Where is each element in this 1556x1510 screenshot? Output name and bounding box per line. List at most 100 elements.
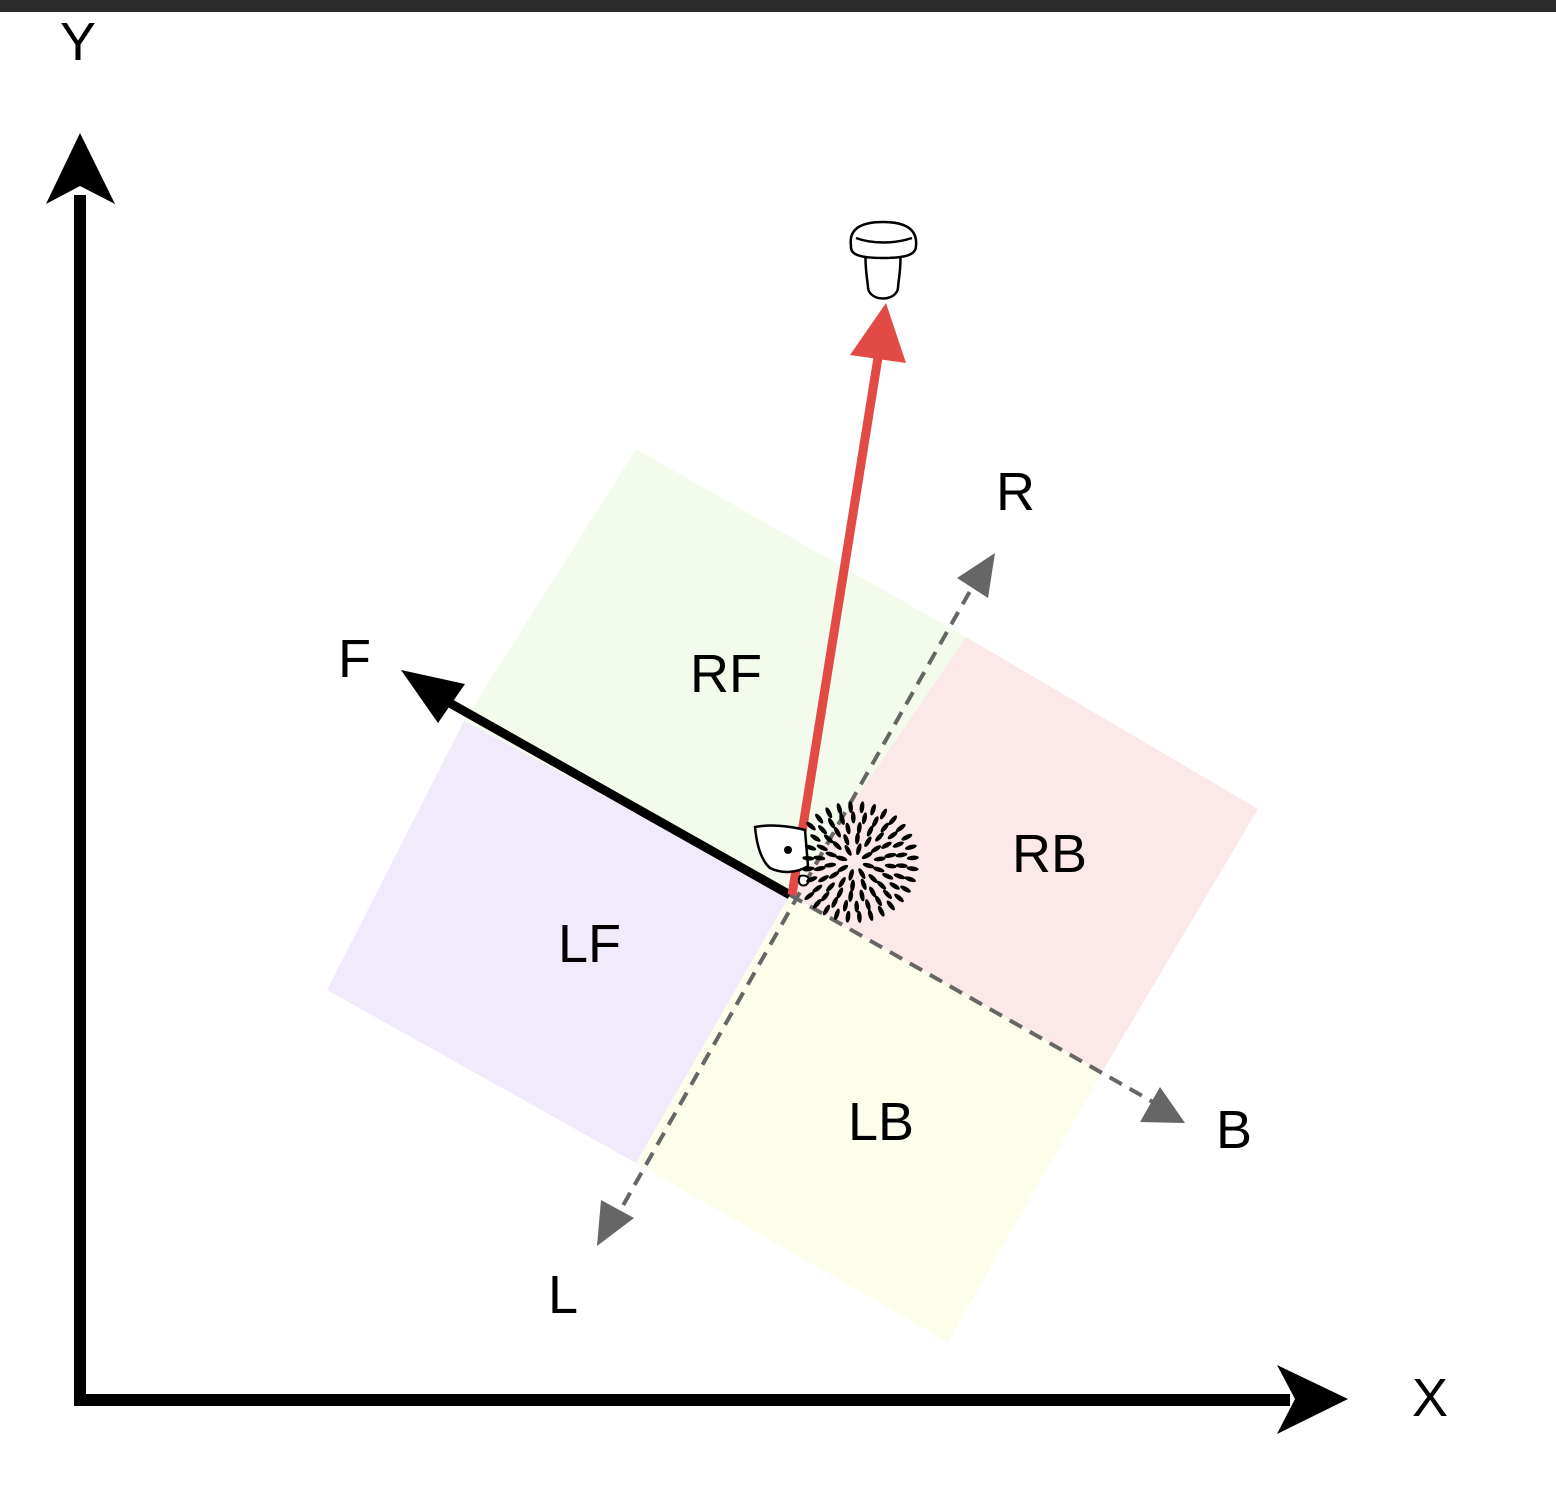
hedgehog-spine	[892, 841, 904, 848]
hedgehog-spine	[838, 877, 846, 888]
right-label: R	[996, 462, 1035, 522]
hedgehog-spine	[858, 868, 866, 879]
left-label: L	[548, 1265, 578, 1325]
hedgehog-spine	[834, 908, 840, 921]
hedgehog-spine	[842, 899, 849, 912]
hedgehog-spine	[816, 844, 828, 851]
hedgehog-spine	[859, 801, 865, 814]
target-arrow	[787, 344, 885, 896]
hedgehog-spine	[850, 811, 856, 824]
hedgehog-spine	[868, 874, 878, 883]
hedgehog-spine	[871, 816, 879, 828]
hedgehog-spine	[836, 803, 843, 815]
right-arrowhead	[957, 553, 995, 598]
hedgehog-spine	[870, 803, 876, 816]
hedgehog-spine	[848, 801, 853, 814]
hedgehog-spine	[872, 866, 885, 873]
forward-label: F	[338, 629, 371, 689]
hedgehog-spine	[888, 815, 898, 825]
hedgehog-spine	[823, 834, 834, 844]
hedgehog-spine	[845, 822, 851, 835]
hedgehog-spine	[818, 875, 829, 883]
hedgehog-spine	[893, 873, 906, 880]
quadrant-lb	[636, 895, 1102, 1342]
hedgehog-spine	[812, 899, 822, 909]
hedgehog-spine	[828, 871, 840, 879]
hedgehog-spine	[835, 855, 848, 862]
hedgehog-spine	[895, 852, 908, 858]
backward-label: B	[1216, 1100, 1252, 1160]
hedgehog-spine	[876, 880, 887, 890]
hedgehog-spine	[812, 884, 823, 893]
hedgehog-spine	[813, 866, 826, 872]
hedgehog-spine	[818, 825, 827, 835]
target-arrowhead	[850, 303, 906, 363]
hedgehog-spine	[804, 891, 815, 901]
y-axis-arrowhead	[46, 133, 115, 204]
hedgehog-spine	[874, 895, 882, 907]
forward-arrow	[429, 689, 793, 899]
mushroom-icon	[849, 220, 918, 300]
x-axis-arrowhead	[1277, 1365, 1348, 1434]
hedgehog-spine	[836, 887, 844, 899]
hedgehog-spine	[875, 832, 884, 842]
hedgehog-spine	[822, 904, 831, 916]
hedgehog-spine	[850, 879, 855, 892]
hedgehog-spine	[855, 832, 860, 845]
hedgehog-spine	[832, 841, 842, 850]
hedgehog-spine	[880, 822, 890, 833]
hedgehog-spine	[810, 834, 821, 842]
hedgehog-spine	[802, 866, 815, 872]
hedgehog-spine	[881, 841, 892, 849]
hedgehog-spine	[879, 808, 888, 820]
hedgehog-spine	[866, 825, 874, 837]
hedgehog-spine	[839, 813, 845, 825]
y-axis-label: Y	[60, 12, 96, 72]
back-arrowhead	[1140, 1087, 1185, 1123]
hedgehog-spine	[831, 896, 839, 908]
hedgehog-spine	[843, 834, 850, 846]
hedgehog-spine	[864, 836, 872, 847]
hedgehog-spine	[815, 813, 824, 824]
hedgehog-spine	[856, 822, 862, 834]
quadrant-lf	[327, 721, 790, 1163]
hedgehog-spine	[856, 843, 862, 856]
x-axis-label: X	[1412, 1368, 1448, 1428]
hedgehog-spine	[820, 891, 830, 902]
hedgehog-spine	[889, 882, 900, 890]
hedgehog-spine	[886, 900, 895, 911]
quadrant-label-lb: LB	[848, 1092, 914, 1152]
hedgehog-spine	[882, 873, 894, 880]
hedgehog-spine	[825, 851, 838, 858]
hedgehog-spine	[824, 862, 837, 868]
hedgehog-spine	[884, 863, 897, 869]
hedgehog-spine	[887, 831, 898, 840]
hedgehog-spine	[894, 893, 904, 903]
hedgehog-spine	[904, 876, 916, 883]
hedgehog-spine	[837, 864, 849, 873]
hedgehog-spine	[867, 909, 874, 921]
quadrant-label-rb: RB	[1012, 824, 1087, 884]
hedgehog-spine	[884, 852, 897, 858]
hedgehog-spine	[857, 910, 862, 923]
hedgehog-spine	[870, 845, 882, 853]
hedgehog-spine	[906, 866, 919, 872]
hedgehog-icon	[753, 801, 919, 923]
hedgehog-spine	[860, 878, 867, 890]
hedgehog-spine	[828, 817, 836, 829]
hedgehog-spine	[873, 856, 886, 862]
hedgehog-spine	[869, 886, 877, 898]
hedgehog-spine	[861, 851, 873, 860]
hedgehog-spine	[844, 845, 852, 856]
hedgehog-spine	[845, 910, 851, 923]
hedgehog-spine	[861, 812, 868, 825]
hedgehog-spine	[813, 855, 826, 861]
hedgehog-spine	[906, 855, 919, 861]
hedgehog-spine	[859, 889, 865, 902]
hedgehog-spine	[877, 905, 885, 917]
hedgehog-spine	[825, 807, 833, 819]
quadrant-rb	[790, 637, 1258, 1072]
hedgehog-spine	[900, 885, 911, 893]
